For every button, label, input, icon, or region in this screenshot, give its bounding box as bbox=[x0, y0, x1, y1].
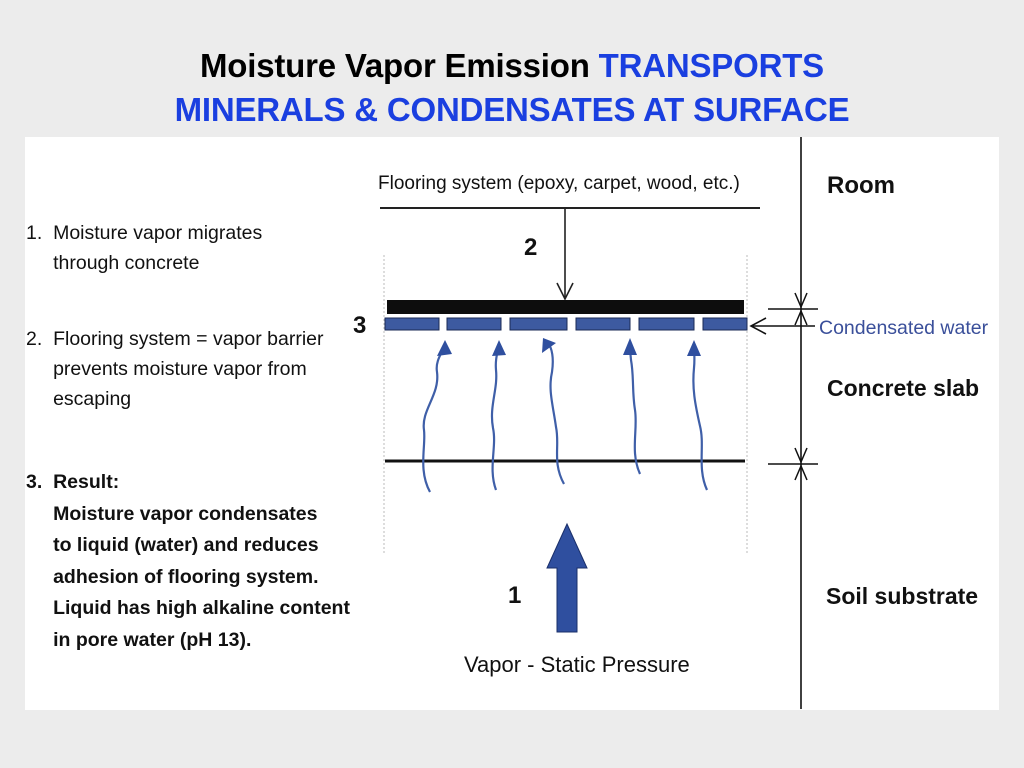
zone-concrete-slab: Concrete slab bbox=[827, 375, 980, 401]
note-3: 3. Result: Moisture vapor condensates to… bbox=[26, 467, 350, 656]
note-3-line: 3. Result: bbox=[26, 471, 120, 493]
vapor-wave-head bbox=[687, 340, 701, 356]
note-3-line: to liquid (water) and reduces bbox=[26, 534, 319, 556]
vapor-wave-head bbox=[492, 340, 506, 356]
note-3-line: Moisture vapor condensates bbox=[26, 502, 318, 525]
vapor-wave bbox=[422, 344, 447, 493]
marker-1: 1 bbox=[508, 582, 522, 609]
pressure-label: Vapor - Static Pressure bbox=[464, 652, 690, 677]
vapor-wave-head bbox=[437, 340, 452, 356]
title-part-2: TRANSPORTS bbox=[598, 47, 825, 84]
condensate-pointer-head bbox=[749, 317, 767, 335]
vapor-wave-head bbox=[623, 338, 637, 355]
marker-2: 2 bbox=[524, 234, 538, 261]
condensate-segment bbox=[509, 317, 568, 331]
note-2-line: escaping bbox=[26, 388, 132, 410]
note-1: 1. Moisture vapor migrates through concr… bbox=[26, 218, 262, 278]
title-line-2: MINERALS & CONDENSATES AT SURFACE bbox=[174, 91, 850, 128]
condensate-segment bbox=[702, 317, 748, 331]
title-part-1: Moisture Vapor Emission bbox=[200, 47, 599, 84]
flooring-label: Flooring system (epoxy, carpet, wood, et… bbox=[378, 173, 740, 194]
condensate-segment bbox=[638, 317, 695, 331]
marker-3: 3 bbox=[353, 312, 367, 339]
vapor-wave-head bbox=[542, 338, 556, 353]
flooring-layer bbox=[387, 300, 744, 314]
note-1-line: 1. Moisture vapor migrates bbox=[26, 222, 263, 244]
note-3-line: Liquid has high alkaline content bbox=[26, 597, 350, 619]
note-2: 2. Flooring system = vapor barrier preve… bbox=[26, 324, 324, 414]
vapor-wave-heads bbox=[437, 338, 701, 356]
note-3-line: adhesion of flooring system. bbox=[26, 565, 319, 588]
note-2-line: 2. Flooring system = vapor barrier bbox=[26, 328, 324, 350]
tick-arrow-up bbox=[794, 309, 808, 326]
vapor-wave bbox=[490, 344, 501, 491]
vapor-wave bbox=[547, 342, 565, 485]
slide-title: Moisture Vapor Emission TRANSPORTS MINER… bbox=[0, 44, 1024, 132]
zone-room: Room bbox=[827, 172, 895, 199]
tick-arrow-down bbox=[794, 447, 808, 464]
flooring-arrow-head bbox=[556, 282, 574, 301]
zone-condensated-water: Condensated water bbox=[819, 317, 989, 339]
condensate-segments bbox=[384, 317, 748, 331]
condensate-segment bbox=[446, 317, 502, 331]
vapor-wave bbox=[692, 344, 709, 491]
vapor-wave bbox=[628, 342, 642, 475]
note-3-line: in pore water (pH 13). bbox=[26, 628, 252, 651]
vapor-pressure-arrow bbox=[546, 522, 588, 633]
note-2-line: prevents moisture vapor from bbox=[26, 358, 307, 380]
condensate-segment bbox=[384, 317, 440, 331]
tick-arrow-down bbox=[794, 292, 808, 309]
zone-soil-substrate: Soil substrate bbox=[826, 583, 979, 609]
vapor-wave-arrows bbox=[422, 342, 709, 493]
tick-arrow-up bbox=[794, 464, 808, 481]
note-1-line: through concrete bbox=[26, 252, 200, 274]
condensate-segment bbox=[575, 317, 631, 331]
diagram-panel bbox=[25, 137, 999, 710]
